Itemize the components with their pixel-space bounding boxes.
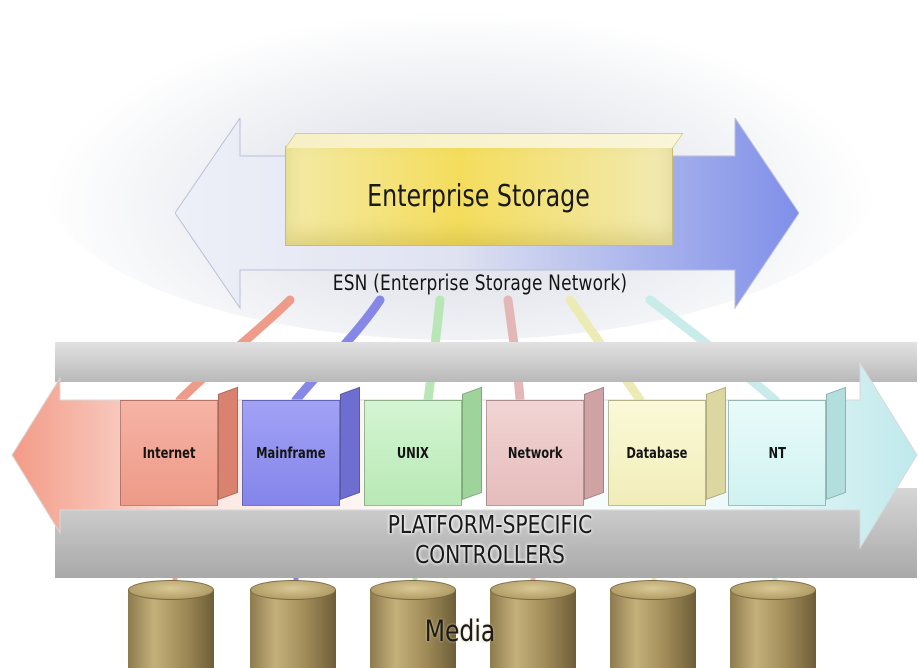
controller-unix: UNIX [364, 386, 482, 506]
cylinder-top [730, 580, 816, 600]
controller-label: UNIX [396, 444, 430, 462]
controller-internet: Internet [120, 386, 238, 506]
cylinder-top [370, 580, 456, 600]
platform-controllers-label: PLATFORM-SPECIFIC CONTROLLERS [319, 510, 661, 570]
cylinder-body [490, 590, 576, 668]
controller-face: Network [486, 400, 584, 506]
controller-side [340, 386, 360, 500]
media-cylinder [730, 580, 816, 668]
media-cylinder [370, 580, 456, 668]
controller-label: Mainframe [256, 444, 326, 462]
esn-label: ESN (Enterprise Storage Network) [332, 271, 628, 295]
controller-face: Database [608, 400, 706, 506]
controller-label: Internet [142, 444, 196, 462]
controller-face: NT [728, 400, 826, 506]
controller-face: Mainframe [242, 400, 340, 506]
cylinder-top [610, 580, 696, 600]
controller-side [584, 386, 604, 500]
media-label: Media [424, 614, 496, 648]
controller-mainframe: Mainframe [242, 386, 360, 506]
cylinder-body [370, 590, 456, 668]
platform-label-line1: PLATFORM-SPECIFIC [387, 510, 593, 539]
cylinder-top [128, 580, 214, 600]
controller-face: Internet [120, 400, 218, 506]
cylinder-body [250, 590, 336, 668]
controller-label: NT [768, 444, 786, 462]
controller-nt: NT [728, 386, 846, 506]
controller-network: Network [486, 386, 604, 506]
controller-database: Database [608, 386, 726, 506]
controller-face: UNIX [364, 400, 462, 506]
cylinder-body [128, 590, 214, 668]
controller-side [706, 386, 726, 500]
cylinder-top [250, 580, 336, 600]
media-cylinder [490, 580, 576, 668]
controller-side [826, 386, 846, 500]
controller-label: Network [507, 444, 563, 462]
cylinder-body [730, 590, 816, 668]
enterprise-storage-title: Enterprise Storage [367, 178, 591, 214]
cylinder-top [490, 580, 576, 600]
platform-label-line2: CONTROLLERS [415, 540, 565, 569]
media-cylinder [610, 580, 696, 668]
cylinder-body [610, 590, 696, 668]
enterprise-storage-box-top [285, 133, 684, 148]
media-cylinder [128, 580, 214, 668]
controller-shelf-top [55, 342, 917, 382]
controller-side [218, 386, 238, 500]
controller-side [462, 386, 482, 500]
controller-label: Database [626, 444, 688, 462]
enterprise-storage-box: Enterprise Storage [285, 133, 684, 246]
media-cylinder [250, 580, 336, 668]
